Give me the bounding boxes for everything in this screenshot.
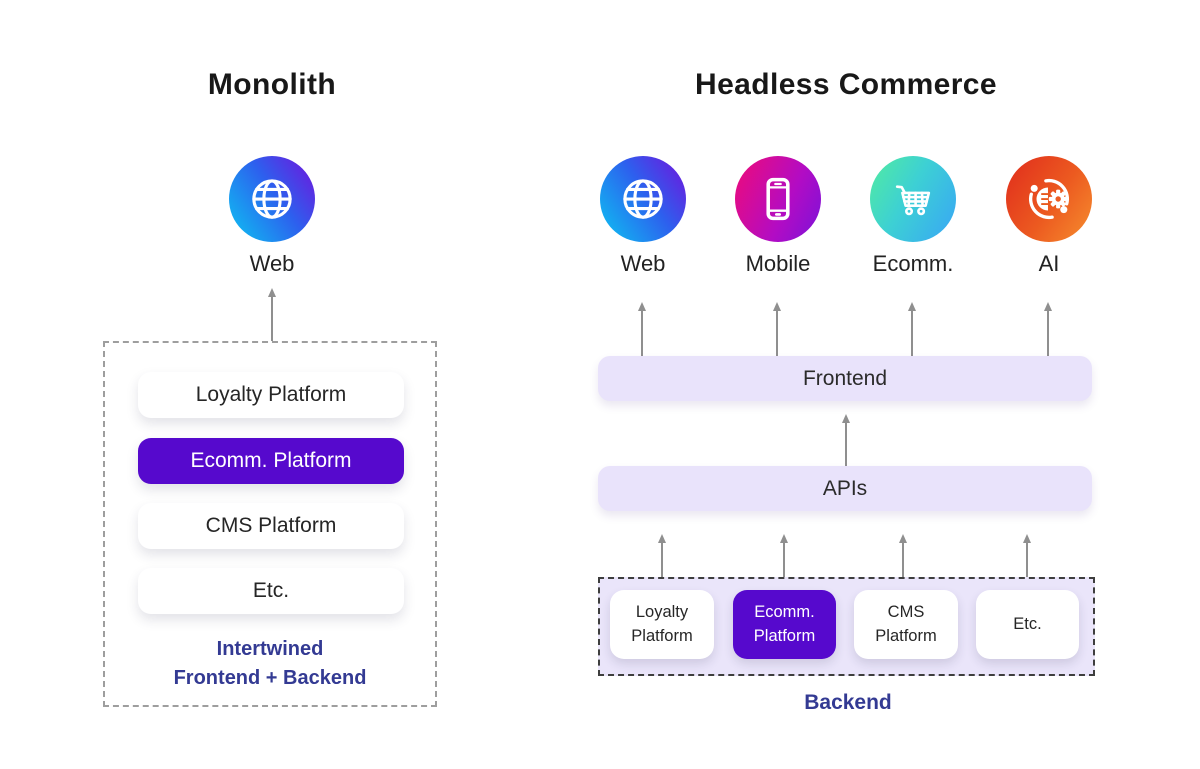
monolith-caption: Intertwined Frontend + Backend <box>105 635 435 693</box>
service-label-line: Etc. <box>1013 614 1042 633</box>
apis-layer-bar: APIs <box>598 466 1092 511</box>
service-label-line: Ecomm. <box>754 602 815 621</box>
caption-line-1: Intertwined <box>216 638 324 660</box>
globe-icon <box>600 156 686 242</box>
arrow-up-icon <box>1043 302 1052 356</box>
channel-label-web: Web <box>249 251 295 276</box>
stack-item-cms-platform: CMS Platform <box>138 503 404 549</box>
service-label-line: Platform <box>875 626 937 645</box>
backend-box: Loyalty Platform Ecomm. Platform CMS Pla… <box>598 577 1095 676</box>
service-label-line: CMS <box>887 602 925 621</box>
service-label-line: Loyalty <box>635 602 689 621</box>
channel-label-web: Web <box>620 251 666 276</box>
channel-label-ecomm: Ecomm. <box>872 251 954 276</box>
monolith-box: Loyalty Platform Ecomm. Platform CMS Pla… <box>103 341 437 707</box>
service-label-line: Platform <box>631 626 693 645</box>
stack-item-loyalty-platform: Loyalty Platform <box>138 372 404 418</box>
service-card-etc: Etc. <box>976 590 1079 659</box>
arrow-up-icon <box>1022 534 1031 590</box>
arrow-up-icon <box>779 534 788 590</box>
frontend-layer-bar: Frontend <box>598 356 1092 401</box>
stack-item-ecomm-platform: Ecomm. Platform <box>138 438 404 484</box>
arrow-up-icon <box>267 288 276 341</box>
monolith-title: Monolith <box>207 68 337 101</box>
service-label-line: Platform <box>753 626 816 645</box>
service-card-cms-platform: CMS Platform <box>854 590 958 659</box>
service-card-loyalty-platform: Loyalty Platform <box>610 590 714 659</box>
arrow-up-icon <box>772 302 781 356</box>
caption-line-2: Frontend + Backend <box>173 667 367 689</box>
service-card-ecomm-platform: Ecomm. Platform <box>733 590 836 659</box>
arrow-up-icon <box>907 302 916 356</box>
arrow-up-icon <box>841 414 850 466</box>
shopping-cart-icon <box>870 156 956 242</box>
arrow-up-icon <box>898 534 907 590</box>
arrow-up-icon <box>637 302 646 356</box>
ai-brain-gear-icon <box>1006 156 1092 242</box>
arrow-up-icon <box>657 534 666 590</box>
stack-item-etc: Etc. <box>138 568 404 614</box>
headless-title: Headless Commerce <box>695 68 997 101</box>
channel-label-mobile: Mobile <box>745 251 811 276</box>
backend-label: Backend <box>804 691 892 714</box>
smartphone-icon <box>735 156 821 242</box>
channel-label-ai: AI <box>1038 251 1060 276</box>
globe-icon <box>229 156 315 242</box>
